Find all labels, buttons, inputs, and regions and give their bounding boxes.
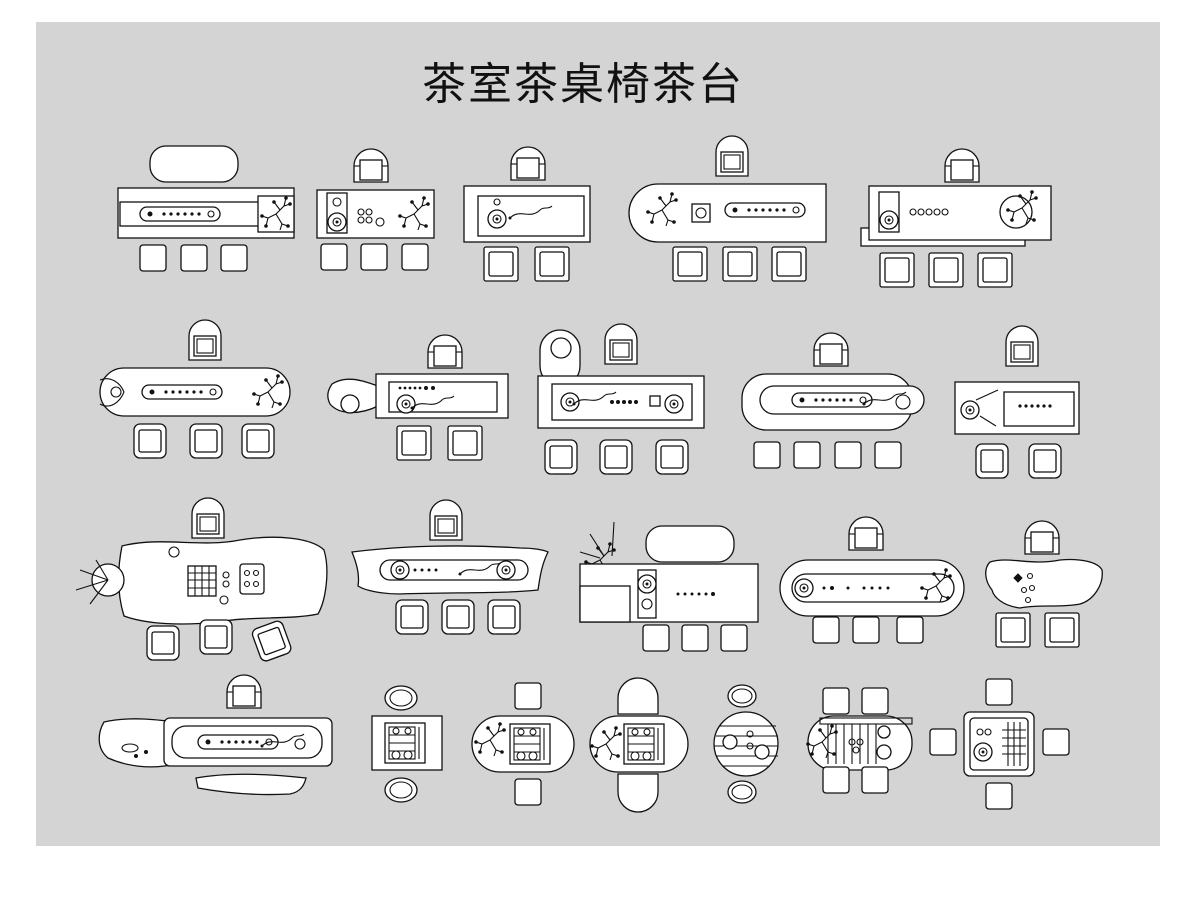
tea-table-set-2 bbox=[316, 148, 435, 271]
tea-table-set-14 bbox=[779, 516, 965, 644]
tea-table-set-5 bbox=[860, 148, 1052, 288]
tea-table-set-12 bbox=[351, 499, 549, 635]
sheet-title: 茶室茶桌椅茶台 bbox=[422, 59, 744, 110]
tea-table-set-3 bbox=[463, 146, 591, 282]
tea-table-set-21 bbox=[805, 687, 913, 794]
tea-table-set-20 bbox=[713, 684, 779, 804]
tea-table-set-11 bbox=[75, 497, 328, 664]
tea-table-set-10 bbox=[954, 325, 1080, 479]
tea-table-set-18 bbox=[471, 682, 575, 806]
tea-table-set-7 bbox=[327, 334, 509, 461]
tea-table-set-13 bbox=[579, 521, 759, 652]
tea-table-set-22 bbox=[929, 678, 1070, 810]
tea-table-set-17 bbox=[371, 685, 443, 803]
tea-table-set-9 bbox=[741, 332, 925, 469]
tea-table-set-8 bbox=[537, 323, 705, 475]
tea-table-set-4 bbox=[628, 135, 827, 282]
tea-table-set-15 bbox=[985, 520, 1103, 648]
tea-table-set-1 bbox=[117, 145, 295, 272]
tea-table-set-19 bbox=[589, 677, 689, 813]
tea-table-set-6 bbox=[99, 319, 291, 459]
tea-table-set-16 bbox=[98, 674, 333, 796]
